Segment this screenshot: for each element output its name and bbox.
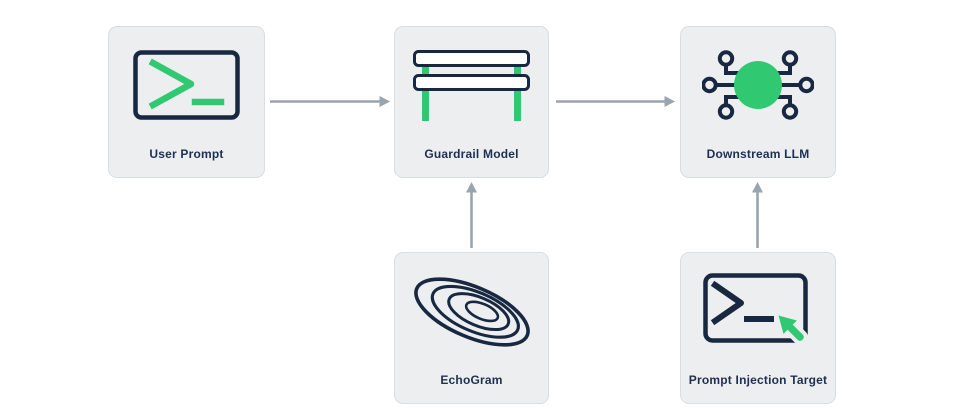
terminal-cursor-icon bbox=[681, 271, 835, 353]
contour-ellipses-icon bbox=[395, 271, 548, 353]
node-prompt-injection-target: Prompt Injection Target bbox=[680, 252, 836, 404]
node-label-echogram: EchoGram bbox=[440, 373, 503, 387]
terminal-icon bbox=[109, 47, 264, 123]
node-guardrail-model: Guardrail Model bbox=[394, 26, 549, 178]
hub-network-icon bbox=[681, 47, 835, 123]
node-label-downstream-llm: Downstream LLM bbox=[706, 147, 810, 161]
arrow-user-prompt-to-guardrail bbox=[270, 96, 390, 107]
node-user-prompt: User Prompt bbox=[108, 26, 265, 178]
node-downstream-llm: Downstream LLM bbox=[680, 26, 836, 178]
cursor-arrow bbox=[774, 311, 808, 345]
node-echogram: EchoGram bbox=[394, 252, 549, 404]
node-label-prompt-injection-target: Prompt Injection Target bbox=[688, 373, 828, 387]
arrow-pit-to-downstream bbox=[752, 182, 763, 248]
guardrail-icon bbox=[395, 47, 548, 123]
node-label-user-prompt: User Prompt bbox=[149, 147, 224, 161]
arrow-echogram-to-guardrail bbox=[466, 182, 477, 248]
arrow-guardrail-to-downstream bbox=[556, 96, 675, 107]
node-label-guardrail-model: Guardrail Model bbox=[424, 147, 519, 161]
